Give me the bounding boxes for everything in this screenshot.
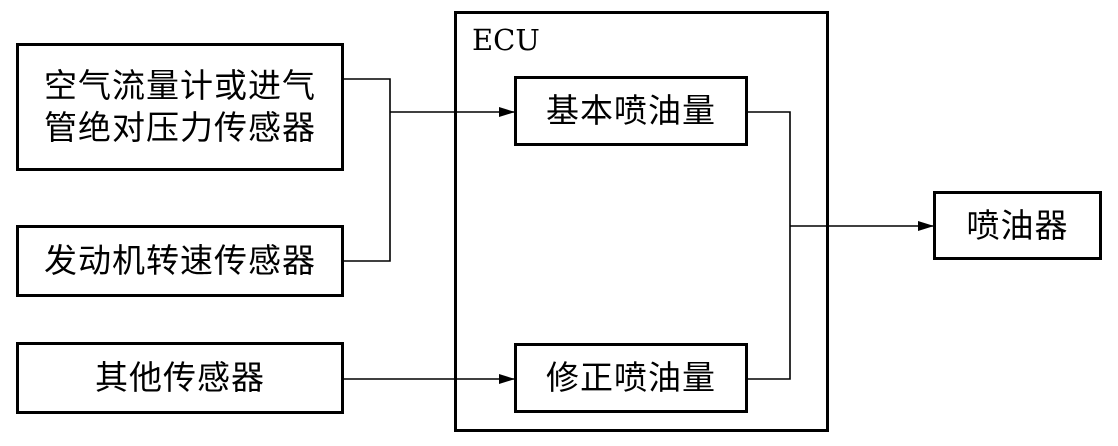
injector-label: 喷油器: [966, 205, 1069, 245]
airflow-sensor-label-line1: 空气流量计或进气: [44, 66, 316, 105]
airflow-sensor-wire: [344, 78, 391, 112]
basic-output-wire: [748, 111, 791, 226]
other-sensors-label: 其他传感器: [95, 358, 265, 397]
basic-injection-box: 基本喷油量: [514, 76, 748, 146]
airflow-sensor-label-line2: 管绝对压力传感器: [44, 108, 316, 147]
ecu-label: ECU: [472, 23, 540, 57]
other-sensors-box: 其他传感器: [16, 342, 344, 414]
airflow-sensor-box: 空气流量计或进气 管绝对压力传感器: [16, 43, 344, 171]
injector-box: 喷油器: [933, 191, 1102, 260]
ecu-frame: [454, 11, 829, 432]
engine-speed-sensor-label: 发动机转速传感器: [44, 241, 316, 280]
corrected-injection-label: 修正喷油量: [546, 358, 716, 397]
corrected-injection-box: 修正喷油量: [514, 343, 748, 413]
engine-speed-wire: [344, 112, 391, 262]
corrected-output-wire: [748, 226, 791, 380]
basic-injection-label: 基本喷油量: [546, 91, 716, 130]
engine-speed-sensor-box: 发动机转速传感器: [16, 225, 344, 297]
